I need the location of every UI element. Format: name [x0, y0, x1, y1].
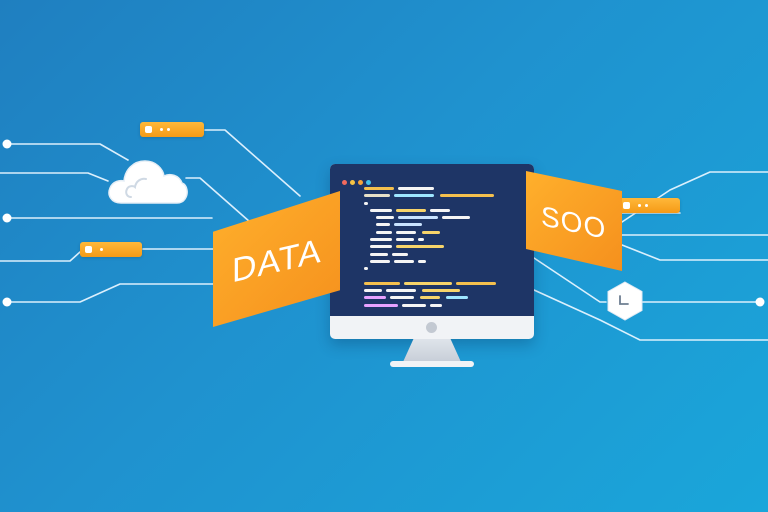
circuit-line: [0, 172, 109, 182]
circuit-line: [621, 244, 768, 261]
monitor-button: [426, 322, 437, 333]
circuit-line: [204, 129, 301, 197]
circuit-line: [185, 177, 251, 223]
monitor-base: [390, 361, 474, 367]
data-panel-label: DATA: [231, 231, 322, 290]
cloud-icon: [108, 160, 188, 204]
circuit-line: [533, 289, 768, 341]
tag-pill: [80, 242, 142, 257]
window-controls: [342, 172, 374, 185]
tag-pill: [140, 122, 204, 137]
circuit-line: [6, 283, 214, 303]
tag-pill: [618, 198, 680, 213]
code-lines: [360, 187, 530, 311]
hexagon-icon: [607, 281, 643, 321]
seo-panel-label: SOO: [541, 200, 607, 245]
circuit-line: [621, 171, 768, 223]
monitor-stand: [403, 339, 461, 362]
node-dot: [755, 297, 765, 307]
circuit-line: [6, 143, 129, 161]
node-dot: [2, 139, 12, 149]
circuit-line: [533, 257, 607, 303]
circuit-line: [0, 251, 81, 262]
node-dot: [2, 297, 12, 307]
monitor-icon: [330, 164, 534, 339]
code-screen: [330, 164, 534, 316]
node-dot: [2, 213, 12, 223]
